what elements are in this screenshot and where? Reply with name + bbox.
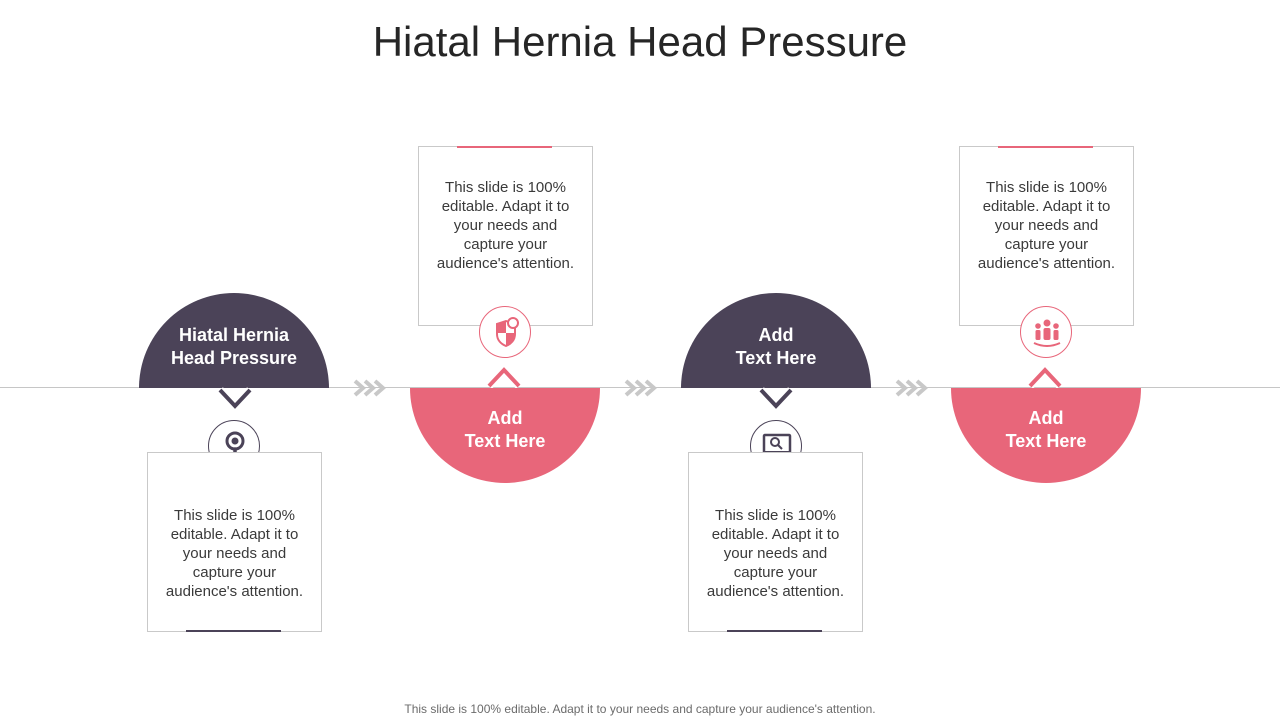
arrow-right-icon bbox=[353, 379, 387, 397]
step-1-semicircle[interactable]: Hiatal Hernia Head Pressure bbox=[139, 293, 329, 388]
step-4-card-accent bbox=[998, 146, 1093, 148]
step-4-label-line2: Text Here bbox=[1005, 431, 1087, 451]
step-1-card: This slide is 100% editable. Adapt it to… bbox=[147, 452, 322, 632]
step-4-chevron-up-icon bbox=[1027, 364, 1063, 389]
step-4-label-line1: Add bbox=[1028, 408, 1064, 428]
step-4-semicircle[interactable]: Add Text Here bbox=[951, 388, 1141, 483]
step-3-label-line1: Add bbox=[758, 325, 794, 345]
footer-note: This slide is 100% editable. Adapt it to… bbox=[404, 702, 876, 716]
step-1-card-accent bbox=[186, 630, 281, 632]
step-1-chevron-down-icon bbox=[217, 387, 253, 412]
step-3-semicircle[interactable]: Add Text Here bbox=[681, 293, 871, 388]
page-title: Hiatal Hernia Head Pressure bbox=[372, 18, 908, 65]
shield-search-icon bbox=[479, 306, 531, 358]
timeline-line bbox=[0, 387, 1280, 388]
arrow-right-icon bbox=[624, 379, 658, 397]
step-3-chevron-down-icon bbox=[758, 387, 794, 412]
step-2-card: This slide is 100% editable. Adapt it to… bbox=[418, 146, 593, 326]
step-3-label-line2: Text Here bbox=[735, 348, 817, 368]
step-3-card: This slide is 100% editable. Adapt it to… bbox=[688, 452, 863, 632]
step-1-card-text: This slide is 100% editable. Adapt it to… bbox=[165, 507, 304, 600]
step-3-card-accent bbox=[727, 630, 822, 632]
step-2-label-line1: Add bbox=[487, 408, 523, 428]
people-group-icon bbox=[1020, 306, 1072, 358]
arrow-right-icon bbox=[895, 379, 929, 397]
step-2-label-line2: Text Here bbox=[464, 431, 546, 451]
step-4-card: This slide is 100% editable. Adapt it to… bbox=[959, 146, 1134, 326]
step-1-label-line2: Head Pressure bbox=[170, 348, 298, 368]
step-2-semicircle[interactable]: Add Text Here bbox=[410, 388, 600, 483]
step-2-card-text: This slide is 100% editable. Adapt it to… bbox=[436, 179, 575, 272]
step-1-label-line1: Hiatal Hernia bbox=[178, 325, 290, 345]
step-2-chevron-up-icon bbox=[486, 364, 522, 389]
step-4-card-text: This slide is 100% editable. Adapt it to… bbox=[977, 179, 1116, 272]
step-3-card-text: This slide is 100% editable. Adapt it to… bbox=[706, 507, 845, 600]
step-2-card-accent bbox=[457, 146, 552, 148]
